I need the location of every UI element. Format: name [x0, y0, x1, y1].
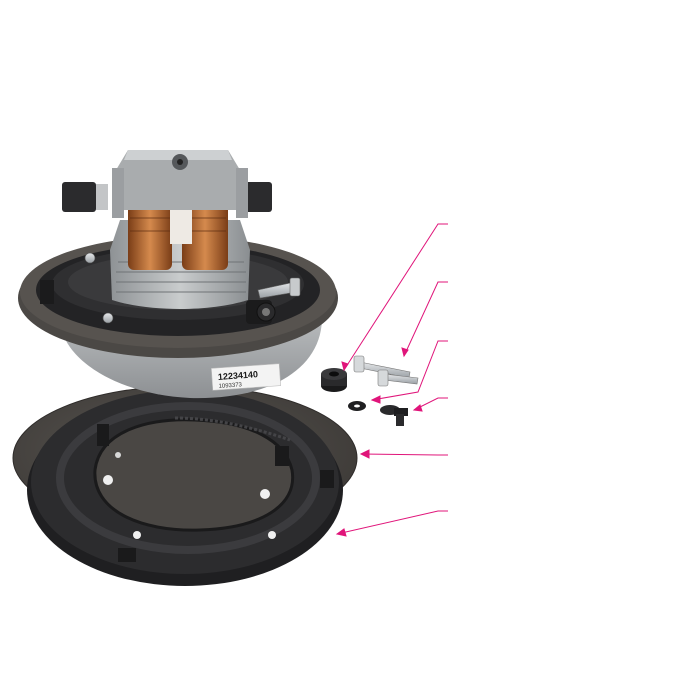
flange-screw-icon	[257, 277, 301, 299]
callout-screws	[401, 281, 448, 358]
rubber-sleeve	[321, 368, 347, 392]
callout-lines	[335, 223, 448, 537]
callout-gasket	[359, 449, 448, 459]
callout-rubber-sleeve	[341, 223, 448, 372]
washer	[348, 401, 366, 411]
callout-washer	[370, 340, 448, 404]
mounting-ring	[27, 390, 343, 586]
black-bolt	[380, 405, 408, 426]
screw-pair	[353, 355, 419, 387]
motor-body	[62, 150, 272, 324]
callout-mounting-ring	[335, 510, 448, 537]
motor-code: 1093373	[218, 382, 242, 390]
motor-part-number: 12234140	[218, 369, 259, 382]
callout-bolt	[412, 397, 448, 412]
motor-label: 12234140 1093373	[210, 363, 282, 391]
